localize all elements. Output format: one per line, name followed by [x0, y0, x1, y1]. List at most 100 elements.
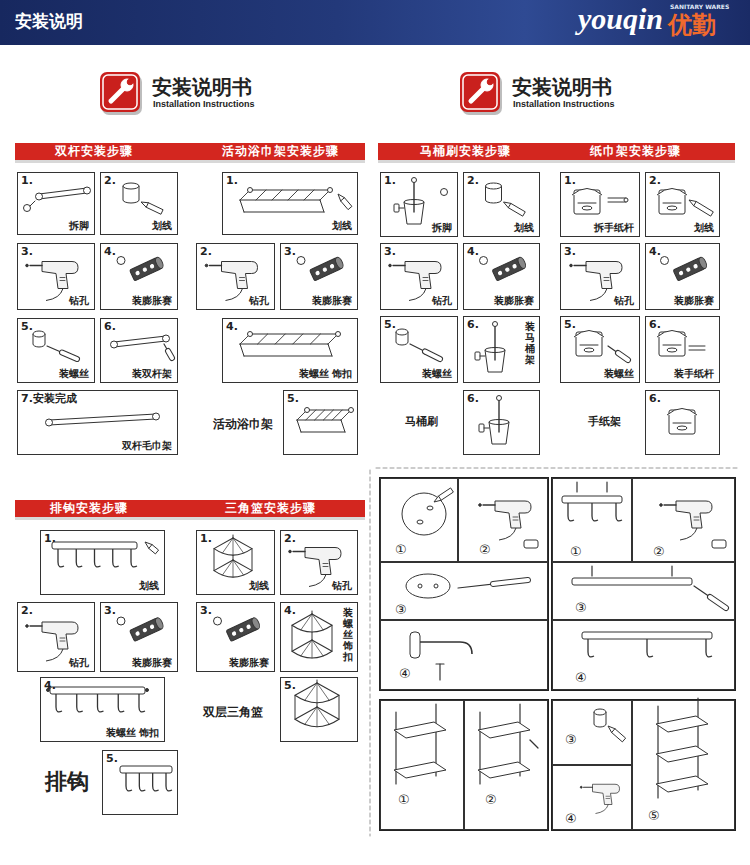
line-art: [396, 329, 408, 335]
figure-cell: ④: [552, 620, 735, 690]
line-art: [323, 410, 333, 420]
line-art: [323, 566, 328, 567]
line-art: [310, 334, 320, 344]
line-art: [60, 277, 65, 278]
line-art: [146, 689, 149, 692]
step-number: 1.: [384, 175, 396, 187]
line-art: [233, 560, 244, 575]
line-art: [46, 289, 63, 301]
line-art: [427, 506, 433, 510]
callout-number: ③: [395, 603, 407, 616]
line-art: [697, 698, 698, 790]
step-box: 2.划线: [100, 172, 178, 235]
callout-number: ③: [565, 733, 577, 746]
line-art: [111, 341, 118, 348]
step-number: 6.: [649, 319, 661, 331]
line-art: [293, 551, 305, 552]
line-art: [252, 549, 253, 571]
line-art: [289, 550, 292, 553]
line-art: [423, 277, 428, 278]
step-caption: 划线: [139, 580, 159, 591]
step-caption: 装螺丝 饰扣: [106, 727, 159, 738]
line-art: [330, 264, 334, 268]
step-number: 2.: [284, 533, 296, 545]
product-name: 双层三角篮: [203, 706, 263, 719]
line-art: [706, 639, 712, 657]
line-art: [570, 264, 573, 267]
line-art: [15, 517, 365, 520]
line-art: [405, 262, 441, 289]
line-art: [657, 331, 687, 338]
line-art: [139, 694, 145, 712]
step-box: 1.划线: [196, 530, 275, 595]
line-art: [606, 482, 607, 492]
line-art: [30, 201, 35, 206]
step-box: 1.划线: [222, 172, 358, 235]
line-art: [240, 344, 244, 356]
step-number: 2.: [467, 175, 479, 187]
line-art: [376, 468, 738, 469]
step-box: 4.装膨胀赛: [100, 243, 178, 310]
line-art: [508, 203, 511, 207]
line-art: [698, 256, 709, 269]
step-number: 4.: [104, 246, 116, 258]
step-number: 1.: [226, 175, 238, 187]
line-art: [210, 265, 222, 266]
line-art: [113, 549, 119, 567]
line-art: [312, 640, 313, 658]
step-caption: 装膨胀赛: [674, 295, 714, 306]
step-number: 3.: [384, 246, 396, 258]
line-art: [686, 268, 690, 272]
line-art: [62, 353, 77, 360]
line-art: [154, 256, 165, 269]
line-art: [618, 353, 628, 360]
callout-number: ④: [565, 812, 577, 825]
line-art: [608, 726, 626, 742]
line-art: [618, 353, 628, 360]
line-art: [150, 625, 154, 629]
line-art: [438, 496, 441, 500]
line-art: [312, 611, 313, 640]
line-art: [33, 331, 45, 337]
line-art: [292, 640, 332, 658]
line-art: [250, 189, 330, 190]
line-art: [226, 289, 243, 301]
callout-number: ②: [653, 545, 665, 558]
line-art: [590, 289, 607, 301]
line-art: [317, 707, 329, 725]
line-art: [479, 712, 480, 784]
line-art: [240, 199, 320, 200]
line-art: [574, 331, 604, 338]
line-art: [60, 280, 65, 281]
line-art: [380, 478, 548, 690]
line-art: [250, 333, 338, 334]
line-art: [334, 256, 345, 269]
line-art: [604, 277, 609, 278]
line-art: [36, 193, 43, 200]
line-art: [258, 334, 268, 344]
header-bar: youqin优勤SANITARY WARES: [0, 0, 750, 45]
line-art: [39, 193, 87, 199]
line-art: [58, 549, 64, 567]
line-art: [118, 694, 124, 712]
line-art: [604, 280, 609, 281]
line-art: [480, 257, 488, 265]
line-art: [117, 257, 125, 265]
line-art: [513, 517, 518, 518]
line-art: [478, 722, 530, 738]
step-caption: 装螺丝饰扣: [343, 607, 353, 662]
line-art: [481, 79, 493, 91]
line-art: [62, 353, 77, 360]
figure-group: [226, 617, 261, 642]
line-art: [582, 632, 712, 639]
line-art: [498, 400, 499, 432]
step-box: 7.安装完成双杆毛巾架: [17, 390, 178, 455]
figure-group: [130, 256, 165, 281]
step-number: 5.: [21, 321, 33, 333]
line-art: [240, 277, 245, 278]
step-number: 7.安装完成: [21, 393, 77, 405]
line-art: [332, 410, 342, 420]
figure-group: [310, 256, 345, 281]
line-art: [26, 625, 29, 628]
step-number: 6.: [649, 393, 661, 405]
